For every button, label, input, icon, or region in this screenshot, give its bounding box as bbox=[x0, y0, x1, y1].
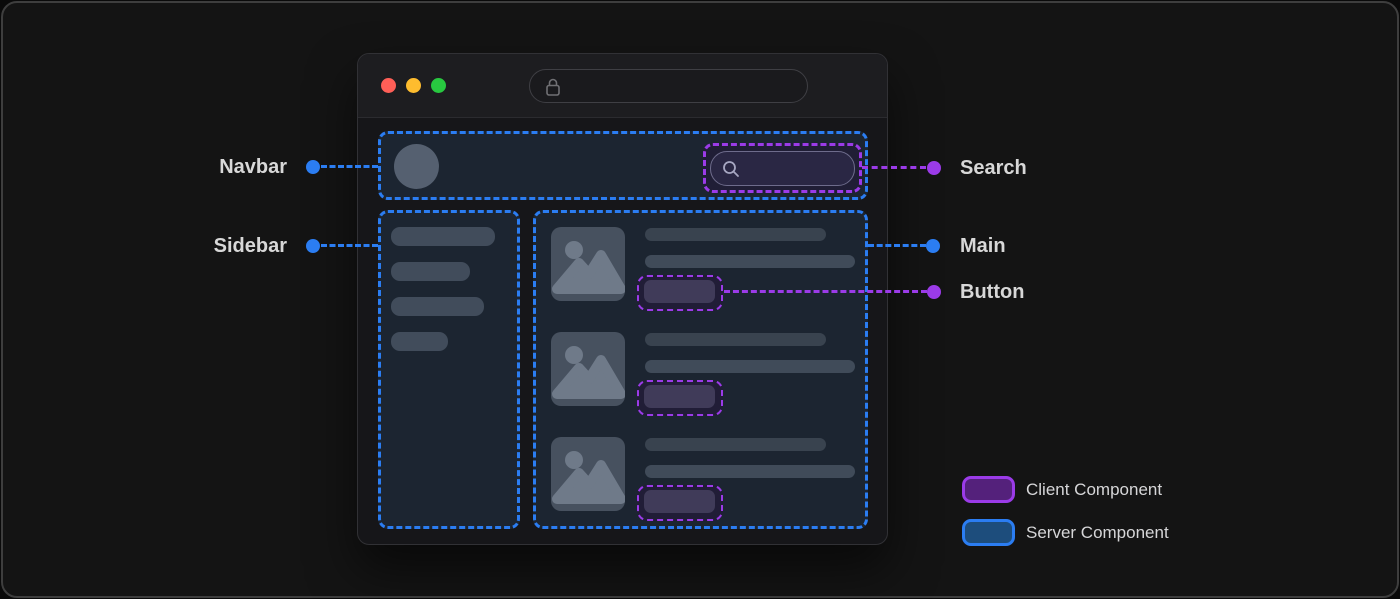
image-placeholder bbox=[551, 437, 625, 511]
sidebar-callout-dot bbox=[306, 239, 320, 253]
text-line-placeholder bbox=[645, 333, 826, 346]
navbar-region bbox=[378, 131, 868, 200]
zoom-button[interactable] bbox=[431, 78, 446, 93]
image-placeholder-icon bbox=[552, 346, 625, 399]
sidebar-nav-placeholder bbox=[391, 332, 448, 351]
legend-swatch-server bbox=[962, 519, 1015, 546]
search-connector-line bbox=[862, 166, 926, 169]
search-callout-dot bbox=[927, 161, 941, 175]
list-item bbox=[536, 437, 865, 527]
action-button[interactable] bbox=[644, 280, 715, 303]
browser-window bbox=[357, 53, 888, 545]
avatar[interactable] bbox=[394, 144, 439, 189]
text-line-placeholder bbox=[645, 465, 855, 478]
close-button[interactable] bbox=[381, 78, 396, 93]
callout-label-button: Button bbox=[960, 281, 1025, 303]
action-button[interactable] bbox=[644, 385, 715, 408]
action-button[interactable] bbox=[644, 490, 715, 513]
search-region bbox=[703, 143, 862, 193]
main-callout-dot bbox=[926, 239, 940, 253]
image-placeholder-icon bbox=[552, 241, 625, 294]
window-titlebar bbox=[358, 54, 887, 118]
callout-label-search: Search bbox=[960, 157, 1027, 179]
image-placeholder bbox=[551, 227, 625, 301]
button-region bbox=[637, 275, 723, 311]
sidebar-nav-placeholder bbox=[391, 227, 495, 246]
callout-label-sidebar: Sidebar bbox=[213, 235, 287, 257]
image-placeholder-icon bbox=[552, 451, 625, 504]
callout-label-navbar: Navbar bbox=[219, 156, 287, 178]
search-input[interactable] bbox=[710, 151, 855, 186]
navbar-callout-dot bbox=[306, 160, 320, 174]
text-line-placeholder bbox=[645, 255, 855, 268]
url-bar[interactable] bbox=[529, 69, 808, 103]
button-callout-dot bbox=[927, 285, 941, 299]
list-item bbox=[536, 332, 865, 422]
sidebar-region bbox=[378, 210, 520, 529]
navbar-connector-line bbox=[321, 165, 378, 168]
lock-icon bbox=[546, 78, 560, 96]
button-region bbox=[637, 485, 723, 521]
legend-label-client: Client Component bbox=[1026, 480, 1163, 499]
legend-swatch-client bbox=[962, 476, 1015, 503]
text-line-placeholder bbox=[645, 360, 855, 373]
callout-label-main: Main bbox=[960, 235, 1006, 257]
list-item bbox=[536, 227, 865, 317]
search-icon bbox=[723, 161, 739, 177]
image-placeholder bbox=[551, 332, 625, 406]
text-line-placeholder bbox=[645, 228, 826, 241]
sidebar-nav-placeholder bbox=[391, 262, 470, 281]
button-region bbox=[637, 380, 723, 416]
sidebar-connector-line bbox=[321, 244, 378, 247]
legend-label-server: Server Component bbox=[1026, 523, 1169, 542]
button-connector-line bbox=[724, 290, 927, 293]
sidebar-nav-placeholder bbox=[391, 297, 484, 316]
main-connector-line bbox=[868, 244, 926, 247]
text-line-placeholder bbox=[645, 438, 826, 451]
main-region bbox=[533, 210, 868, 529]
minimize-button[interactable] bbox=[406, 78, 421, 93]
